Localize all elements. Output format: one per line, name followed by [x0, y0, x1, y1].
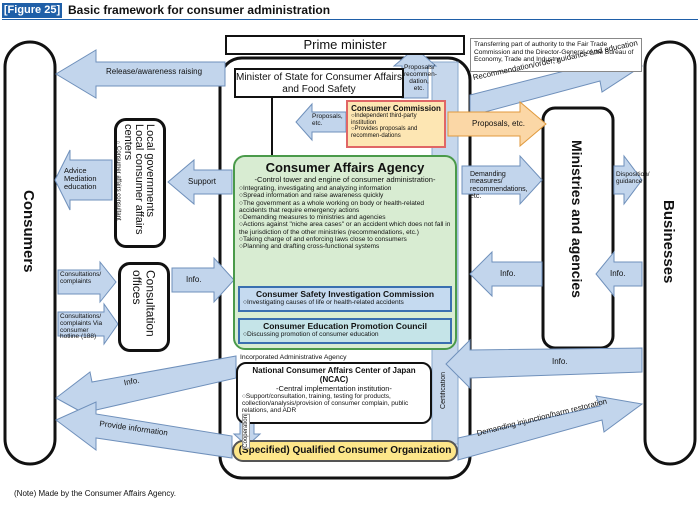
local-gov-sub: ○Consumer affairs consultant	[115, 140, 121, 221]
cepc-desc: ○Discussing promotion of consumer educat…	[243, 331, 379, 338]
ministries-frame	[541, 106, 615, 350]
demand-arrow	[461, 154, 543, 206]
local-gov-title: Local governments Local consumer affairs…	[122, 124, 156, 235]
qco-box: (Specified) Qualified Consumer Organizat…	[232, 440, 458, 462]
csic-desc: ○Investigating causes of life or health-…	[243, 299, 404, 306]
info-ministries-arrow	[469, 250, 543, 298]
advice-label: Advice Mediation education	[64, 166, 97, 191]
support-arrow	[167, 158, 233, 206]
caa-item-1: ○Integrating, investigating and analyzin…	[239, 185, 392, 192]
certification-label: Certification	[440, 372, 447, 409]
figure-label: [Figure 25]	[2, 3, 62, 18]
release-arrow	[55, 49, 226, 99]
cepc-box: Consumer Education Promotion Council ○Di…	[238, 318, 452, 344]
consumer-commission-item-1: ○Independent third-party institution	[351, 113, 417, 126]
info-lower-right-arrow	[445, 338, 643, 390]
ncac-title: National Consumer Affairs Center of Japa…	[252, 366, 416, 384]
proposals-etc-left-label: Proposals, etc.	[312, 113, 343, 127]
ncac-box: National Consumer Affairs Center of Japa…	[236, 362, 432, 424]
info-lower-left-arrow	[55, 355, 237, 421]
minister-of-state-box: Minister of State for Consumer Affairs a…	[234, 68, 404, 98]
caa-item-2: ○Spread information and raise awareness …	[239, 192, 384, 200]
consumer-commission-item-2: ○Provides proposals and recommen-dations	[351, 126, 418, 139]
consumers-oval	[3, 40, 57, 466]
caa-subtitle: -Control tower and engine of consumer ad…	[254, 175, 436, 184]
info-businesses-label: Info.	[610, 269, 626, 278]
businesses-label: Businesses	[660, 200, 677, 284]
ncac-subtitle: -Central implementation institution-	[276, 384, 392, 393]
consult-arrow	[57, 260, 117, 304]
footnote: (Note) Made by the Consumer Affairs Agen…	[14, 489, 177, 498]
csic-box: Consumer Safety Investigation Commission…	[238, 286, 452, 312]
info-ministries-label: Info.	[500, 269, 516, 278]
csic-title: Consumer Safety Investigation Commission	[255, 289, 435, 299]
consumer-commission-box: Consumer Commission ○Independent third-p…	[346, 100, 446, 148]
info-offices-arrow	[171, 256, 235, 304]
proposal-right-arrow	[447, 100, 547, 148]
demand-injunction-arrow	[457, 395, 644, 461]
proposal-up-arrow	[392, 47, 438, 99]
hotline-label: Consultations/ complaints Via consumer h…	[60, 313, 103, 341]
proposal-left-arrow	[295, 102, 347, 142]
caa-item-7: ○Planning and drafting cross-functional …	[239, 243, 380, 250]
ncac-desc: ○Support/consultation, training, testing…	[242, 393, 409, 415]
prime-minister-box: Prime minister	[225, 35, 465, 55]
disposition-arrow	[613, 154, 643, 206]
hotline-arrow	[57, 302, 119, 346]
cooperation-label: Cooperation	[242, 414, 250, 449]
consumer-commission-title: Consumer Commission	[351, 104, 441, 113]
local-gov-box	[114, 118, 166, 248]
demanding-measures-label: Demanding measures/ recommendations, etc…	[470, 171, 528, 201]
consultation-offices-box	[118, 262, 170, 352]
figure-title: Basic framework for consumer administrat…	[68, 3, 331, 17]
release-label: Release/awareness raising	[106, 67, 203, 76]
consumers-label: Consumers	[20, 190, 37, 273]
support-label: Support	[188, 177, 217, 186]
ncac-label: Incorporated Administrative Agency	[240, 354, 347, 361]
caa-item-5: ○Actions against "niche area cases" or a…	[239, 221, 451, 236]
advice-arrow	[54, 149, 113, 211]
caa-box: Consumer Affairs Agency -Control tower a…	[233, 155, 457, 350]
info-lower-right-label: Info.	[552, 357, 568, 366]
ministries-label: Ministries and agencies	[569, 140, 585, 298]
caa-item-6: ○Taking charge of and enforcing laws clo…	[239, 235, 407, 243]
proposals-recommendation-label: Proposals/ recommen- dation, etc.	[404, 64, 437, 93]
caa-title: Consumer Affairs Agency	[265, 160, 425, 175]
info-businesses-arrow	[595, 250, 643, 298]
info-offices-label: Info.	[186, 275, 202, 284]
consultations-label: Consultations/ complaints	[60, 271, 102, 285]
provide-info-arrow	[55, 401, 233, 459]
caa-item-4: ○Demanding measures to ministries and ag…	[239, 214, 386, 221]
transfer-note: Transferring part of authority to the Fa…	[470, 38, 642, 72]
proposals-etc-right-label: Proposals, etc.	[472, 119, 525, 128]
header-rule	[2, 19, 698, 20]
cepc-title: Consumer Education Promotion Council	[263, 321, 427, 331]
caa-item-3: ○The government as a whole working on bo…	[239, 199, 425, 214]
disposition-label: Disposition/ guidance	[616, 171, 650, 185]
consultation-offices-label: Consultation offices	[130, 270, 158, 337]
businesses-oval	[643, 40, 697, 466]
